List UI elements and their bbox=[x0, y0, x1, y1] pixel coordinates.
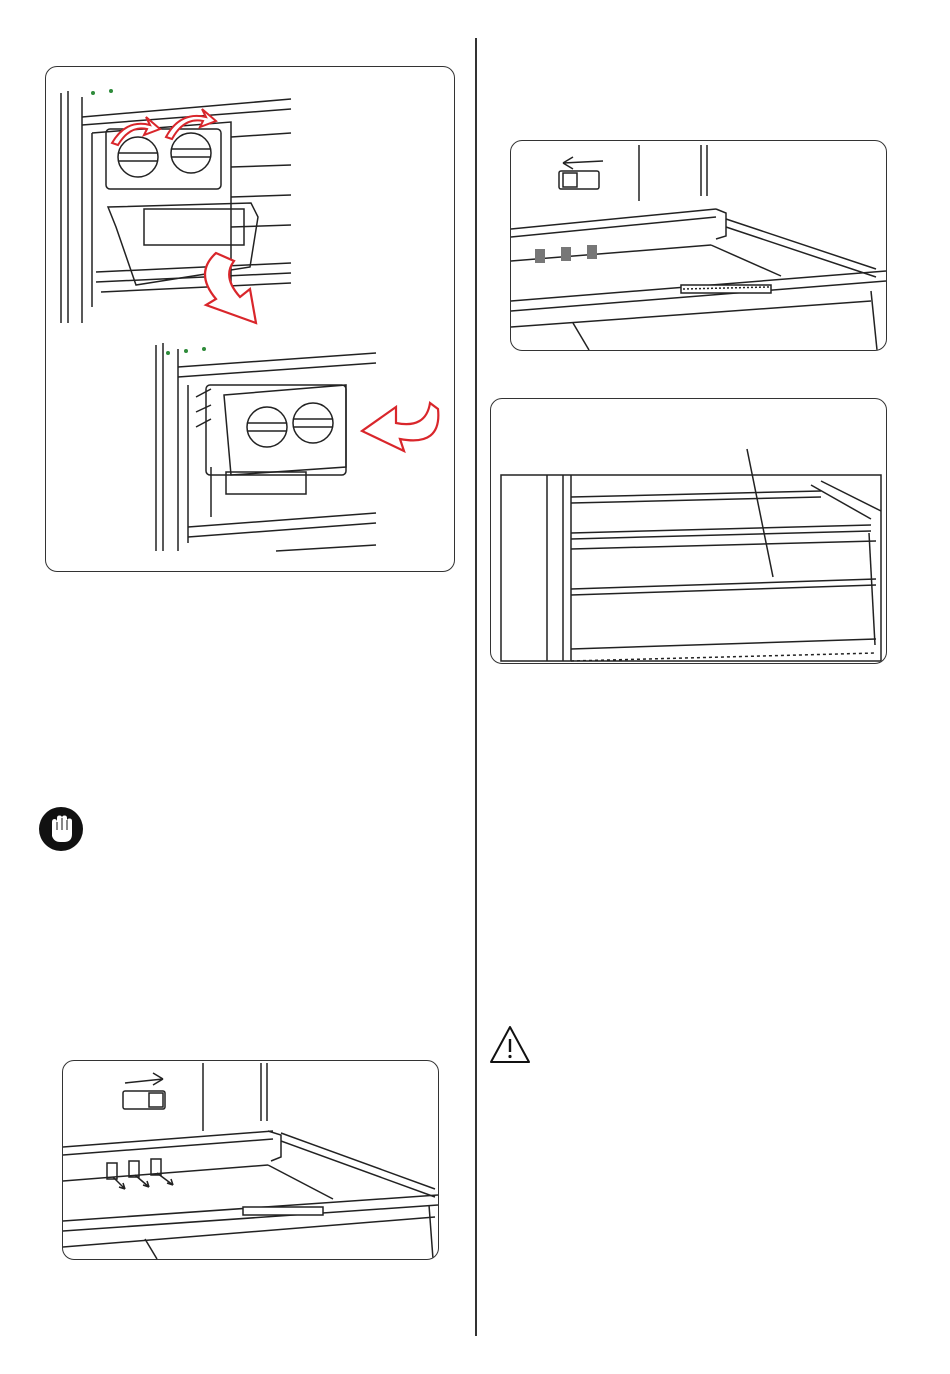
ice-tray-drawing bbox=[46, 67, 454, 571]
vent-slider-open-drawing bbox=[511, 141, 886, 350]
pointer-line bbox=[747, 449, 773, 577]
vent-slider-open-illustration bbox=[510, 140, 887, 351]
drawer-pointer-illustration bbox=[490, 398, 887, 664]
ice-tray-illustration bbox=[45, 66, 455, 572]
warning-triangle-icon bbox=[488, 1024, 532, 1066]
drawer-pointer-drawing bbox=[491, 399, 886, 663]
column-divider bbox=[475, 38, 477, 1336]
vent-slider-closed-illustration bbox=[62, 1060, 439, 1260]
vent-slider-closed-drawing bbox=[63, 1061, 438, 1259]
hand-stop-icon bbox=[38, 806, 84, 852]
